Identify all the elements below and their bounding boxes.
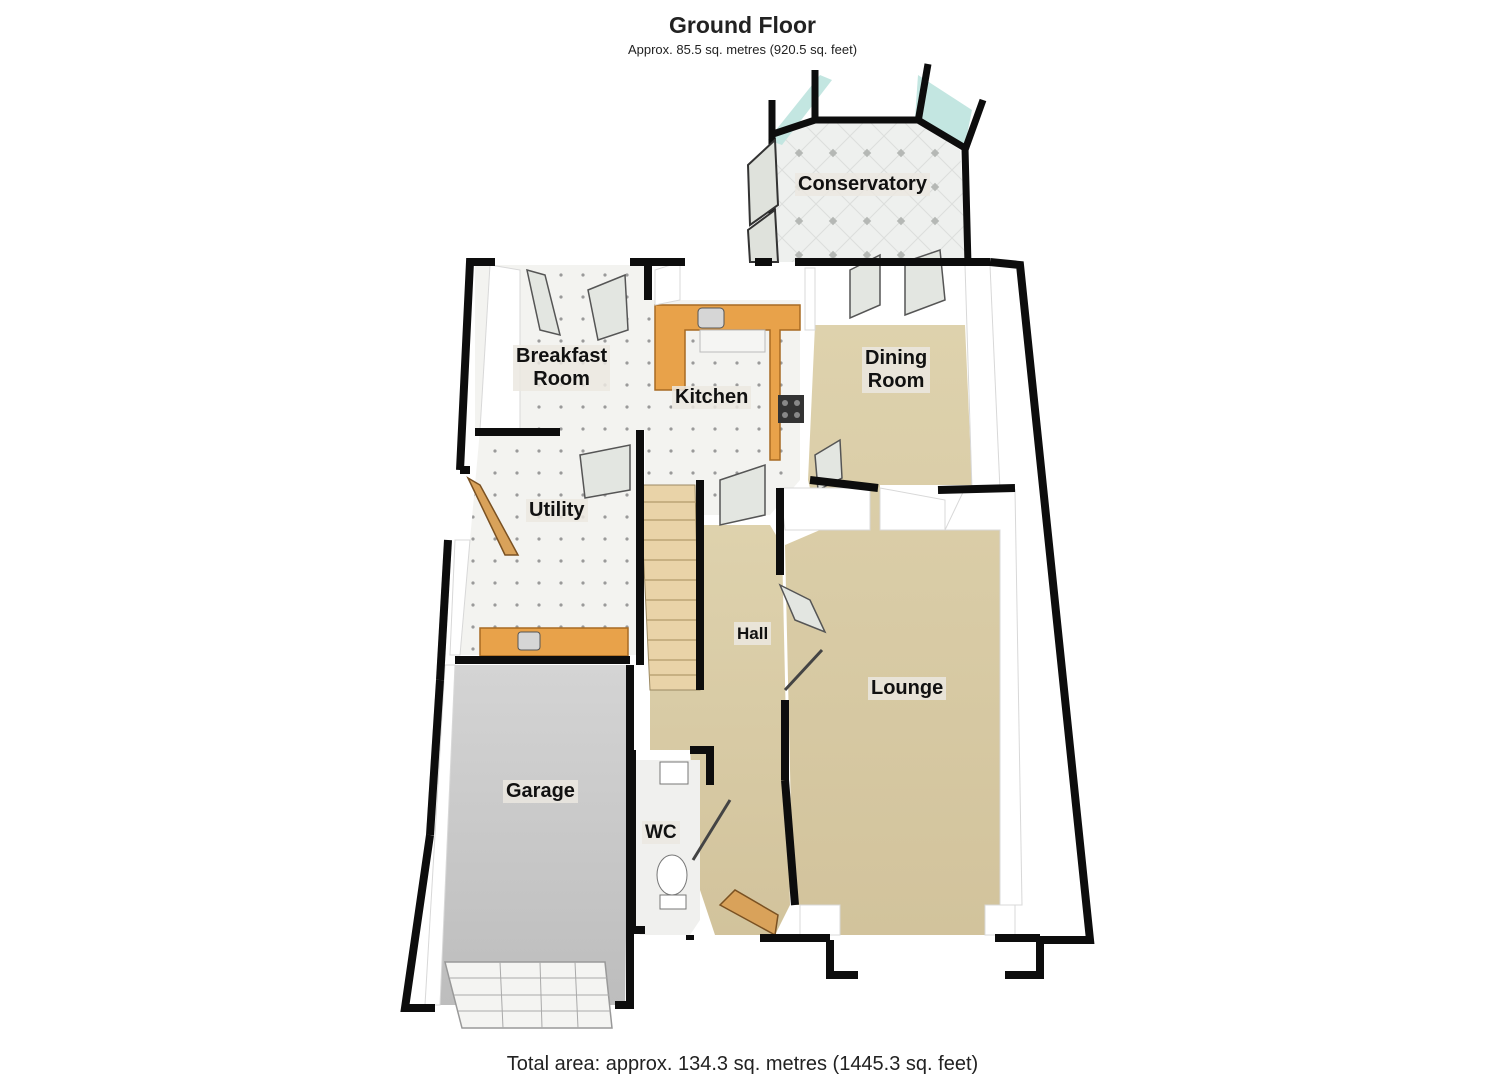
room-label-conservatory: Conservatory xyxy=(795,173,930,196)
kitchen-worktops xyxy=(654,304,804,461)
utility-worktop xyxy=(479,627,629,657)
room-label-kitchen: Kitchen xyxy=(672,386,752,409)
entrance-doors xyxy=(466,476,824,937)
wall-faces xyxy=(424,261,1023,1006)
wc-room xyxy=(632,760,700,935)
floor-title: Ground Floor xyxy=(669,12,816,38)
room-label-utility: Utility xyxy=(526,499,588,522)
room-label-lounge: Lounge xyxy=(868,677,947,700)
walls xyxy=(400,258,1095,1012)
room-label-dining-room: Dining Room xyxy=(862,347,931,393)
garage-door xyxy=(444,961,613,1029)
floor-area-subtitle: Approx. 85.5 sq. metres (920.5 sq. feet) xyxy=(627,42,858,57)
dining-lounge-floor xyxy=(785,325,1020,935)
garage-floor xyxy=(435,665,630,1029)
room-label-hall: Hall xyxy=(734,622,772,645)
conservatory-area xyxy=(746,63,987,266)
internal-doors xyxy=(526,248,946,634)
total-area: Total area: approx. 134.3 sq. metres (14… xyxy=(506,1053,979,1075)
conservatory-doors xyxy=(746,137,780,263)
room-label-breakfast-room: Breakfast Room xyxy=(513,345,611,391)
room-label-wc: WC xyxy=(642,821,680,844)
room-label-garage: Garage xyxy=(503,780,578,803)
